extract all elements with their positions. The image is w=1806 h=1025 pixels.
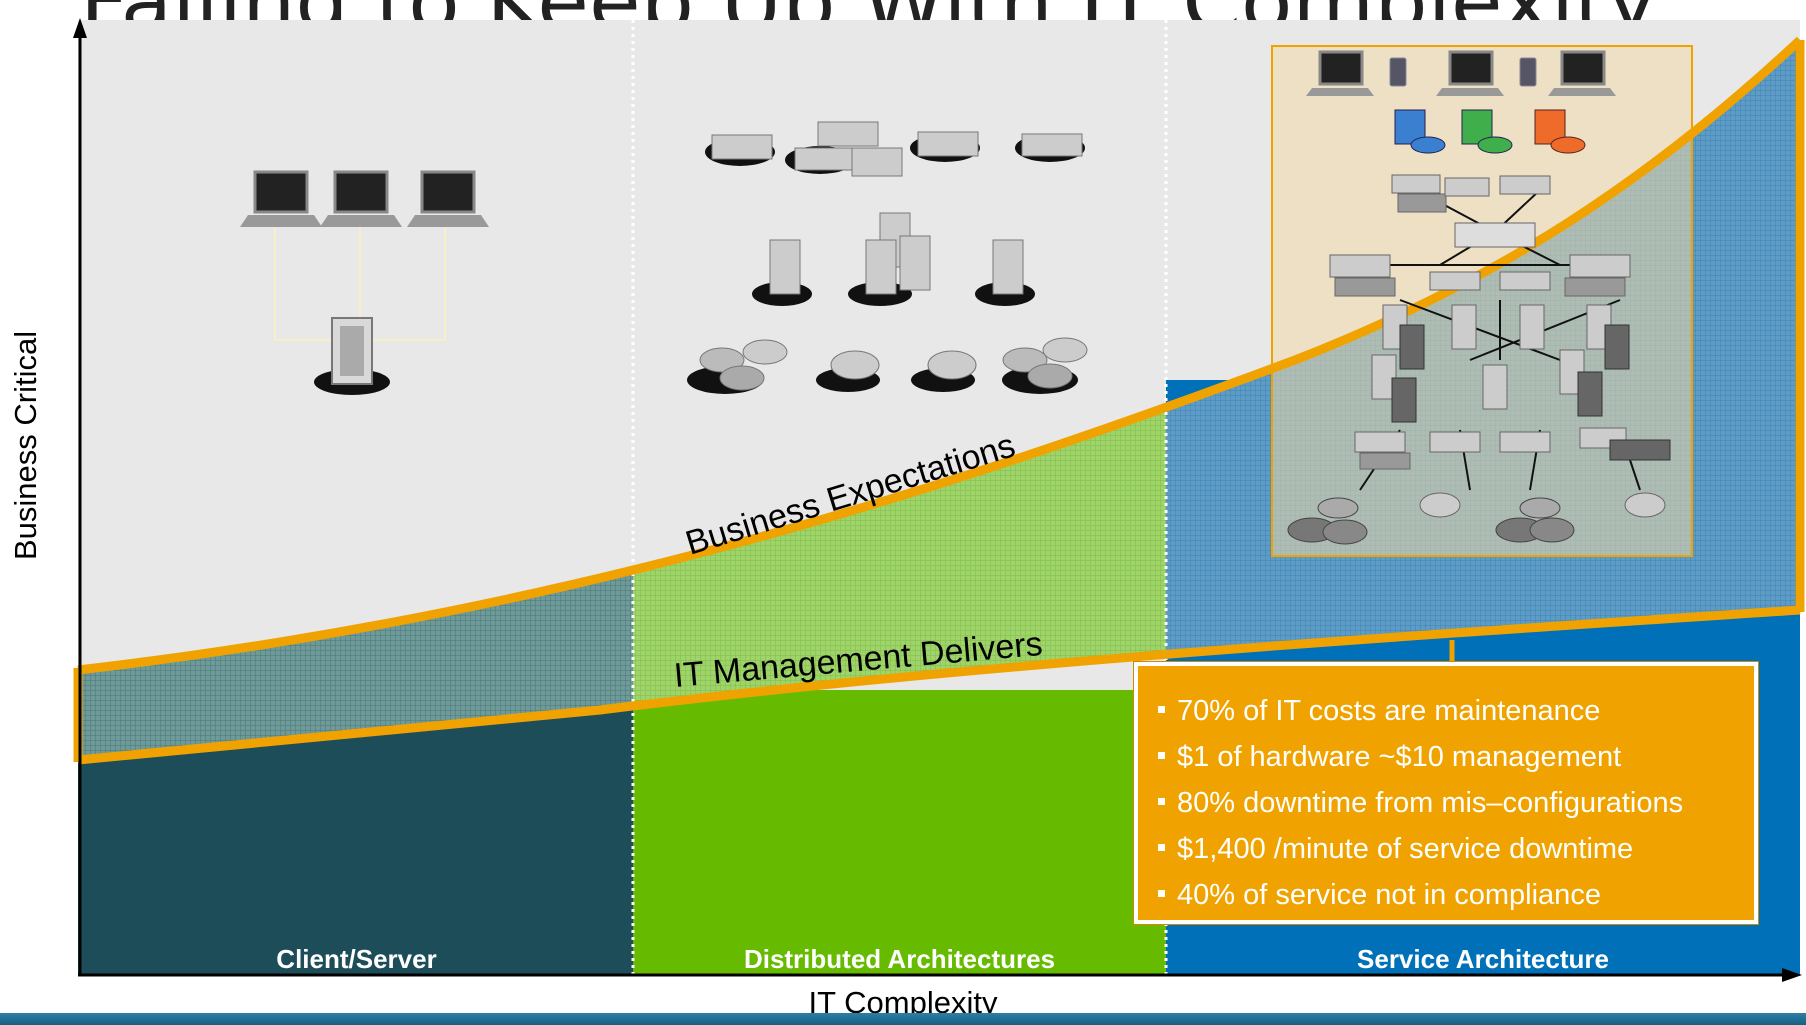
application-database-icon — [1461, 109, 1513, 154]
storage-disk-icon — [687, 339, 788, 394]
desktop-computer-icon — [320, 170, 402, 227]
rack-server-icon — [705, 134, 775, 166]
client-server-topology — [240, 170, 489, 395]
bullet-icon — [1158, 797, 1165, 805]
statistic-item: 70% of IT costs are maintenance — [1158, 688, 1754, 734]
mobile-phone-icon — [1389, 57, 1407, 87]
statistic-item: 40% of service not in compliance — [1158, 872, 1754, 918]
server-tower-icon — [975, 239, 1035, 306]
application-database-icon — [1394, 109, 1446, 154]
desktop-computer-icon — [1306, 50, 1374, 96]
era-distributed-block — [633, 690, 1166, 975]
server-tower-icon — [848, 212, 931, 306]
mobile-phone-icon — [1519, 57, 1537, 87]
storage-disk-icon — [911, 350, 977, 392]
rack-server-icon — [910, 131, 980, 162]
era-label-distributed: Distributed Architectures — [743, 944, 1056, 974]
statistic-item: 80% downtime from mis–configurations — [1158, 780, 1754, 826]
bullet-icon — [1158, 751, 1165, 759]
business-expectations-curve — [77, 36, 1804, 675]
rack-server-icon — [785, 121, 903, 177]
y-axis-label: Business Critical — [8, 330, 43, 560]
era-label-service: Service Architecture — [1357, 944, 1609, 974]
footer-bar — [0, 1013, 1806, 1025]
distributed-topology — [687, 121, 1088, 394]
desktop-computer-icon — [1548, 50, 1616, 96]
era-label-client-server: Client/Server — [276, 944, 437, 974]
x-axis-arrow — [1782, 968, 1802, 982]
desktop-computer-icon — [407, 170, 489, 227]
storage-disk-icon — [1287, 492, 1666, 545]
desktop-computer-icon — [240, 170, 322, 227]
bullet-icon — [1158, 705, 1165, 713]
server-tower-icon — [314, 317, 390, 395]
service-topology — [1287, 50, 1671, 545]
rack-server-icon — [1354, 427, 1671, 470]
statistics-list: 70% of IT costs are maintenance $1 of ha… — [1138, 666, 1754, 918]
network-switch-icon — [1454, 222, 1536, 248]
statistics-callout: 70% of IT costs are maintenance $1 of ha… — [1134, 662, 1758, 924]
bullet-icon — [1158, 843, 1165, 851]
storage-disk-icon — [1002, 337, 1088, 394]
rack-server-icon — [1329, 254, 1631, 297]
server-tower-icon — [752, 239, 812, 306]
server-tower-icon — [1371, 304, 1630, 423]
it-management-curve — [77, 605, 1801, 765]
desktop-computer-icon — [1436, 50, 1504, 96]
rack-server-icon — [1015, 133, 1085, 162]
storage-disk-icon — [816, 350, 880, 392]
application-database-icon — [1534, 109, 1586, 154]
statistic-item: $1 of hardware ~$10 management — [1158, 734, 1754, 780]
y-axis-arrow — [73, 18, 87, 38]
rack-server-icon — [1391, 174, 1551, 213]
bullet-icon — [1158, 889, 1165, 897]
statistic-item: $1,400 /minute of service downtime — [1158, 826, 1754, 872]
